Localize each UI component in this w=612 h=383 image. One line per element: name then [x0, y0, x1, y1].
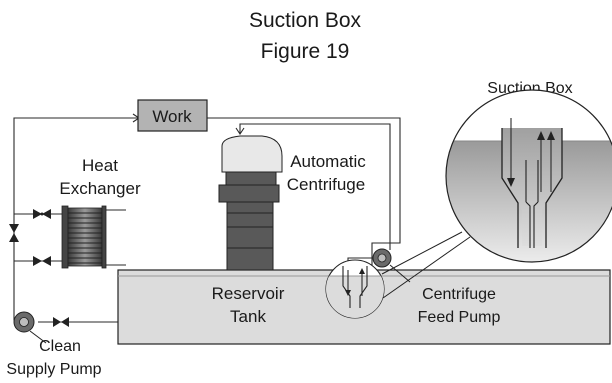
valve — [9, 224, 19, 242]
feed-pump-label-line-2: Feed Pump — [418, 309, 501, 326]
reservoir-label-line-2: Tank — [230, 307, 266, 326]
detail-connector-bottom — [382, 236, 471, 299]
supply-pump-label-line-1: Clean — [39, 338, 81, 355]
valve — [53, 317, 69, 327]
automatic-centrifuge — [218, 135, 283, 271]
heat-exchanger-label-line-2: Exchanger — [59, 179, 141, 198]
centrifuge-label-line-2: Centrifuge — [287, 175, 365, 194]
valve — [33, 209, 51, 219]
detail-connector-top — [381, 231, 463, 275]
suction-box-detail — [445, 89, 612, 263]
title-line-1: Suction Box — [249, 9, 362, 32]
work-box — [137, 99, 208, 132]
centrifuge-label-line-1: Automatic — [290, 152, 366, 171]
work-label: Work — [152, 107, 192, 126]
centrifuge-feed-pump — [372, 248, 411, 283]
clean-supply-pump — [13, 311, 47, 344]
supply-pump-label-line-2: Supply Pump — [6, 361, 101, 378]
heat-exchanger — [61, 205, 107, 269]
title-line-2: Figure 19 — [261, 40, 350, 63]
reservoir-label-line-1: Reservoir — [212, 284, 285, 303]
valve — [33, 256, 51, 266]
suction-box-small — [325, 259, 385, 319]
feed-pump-label-line-1: Centrifuge — [422, 286, 496, 303]
heat-exchanger-label-line-1: Heat — [82, 156, 118, 175]
